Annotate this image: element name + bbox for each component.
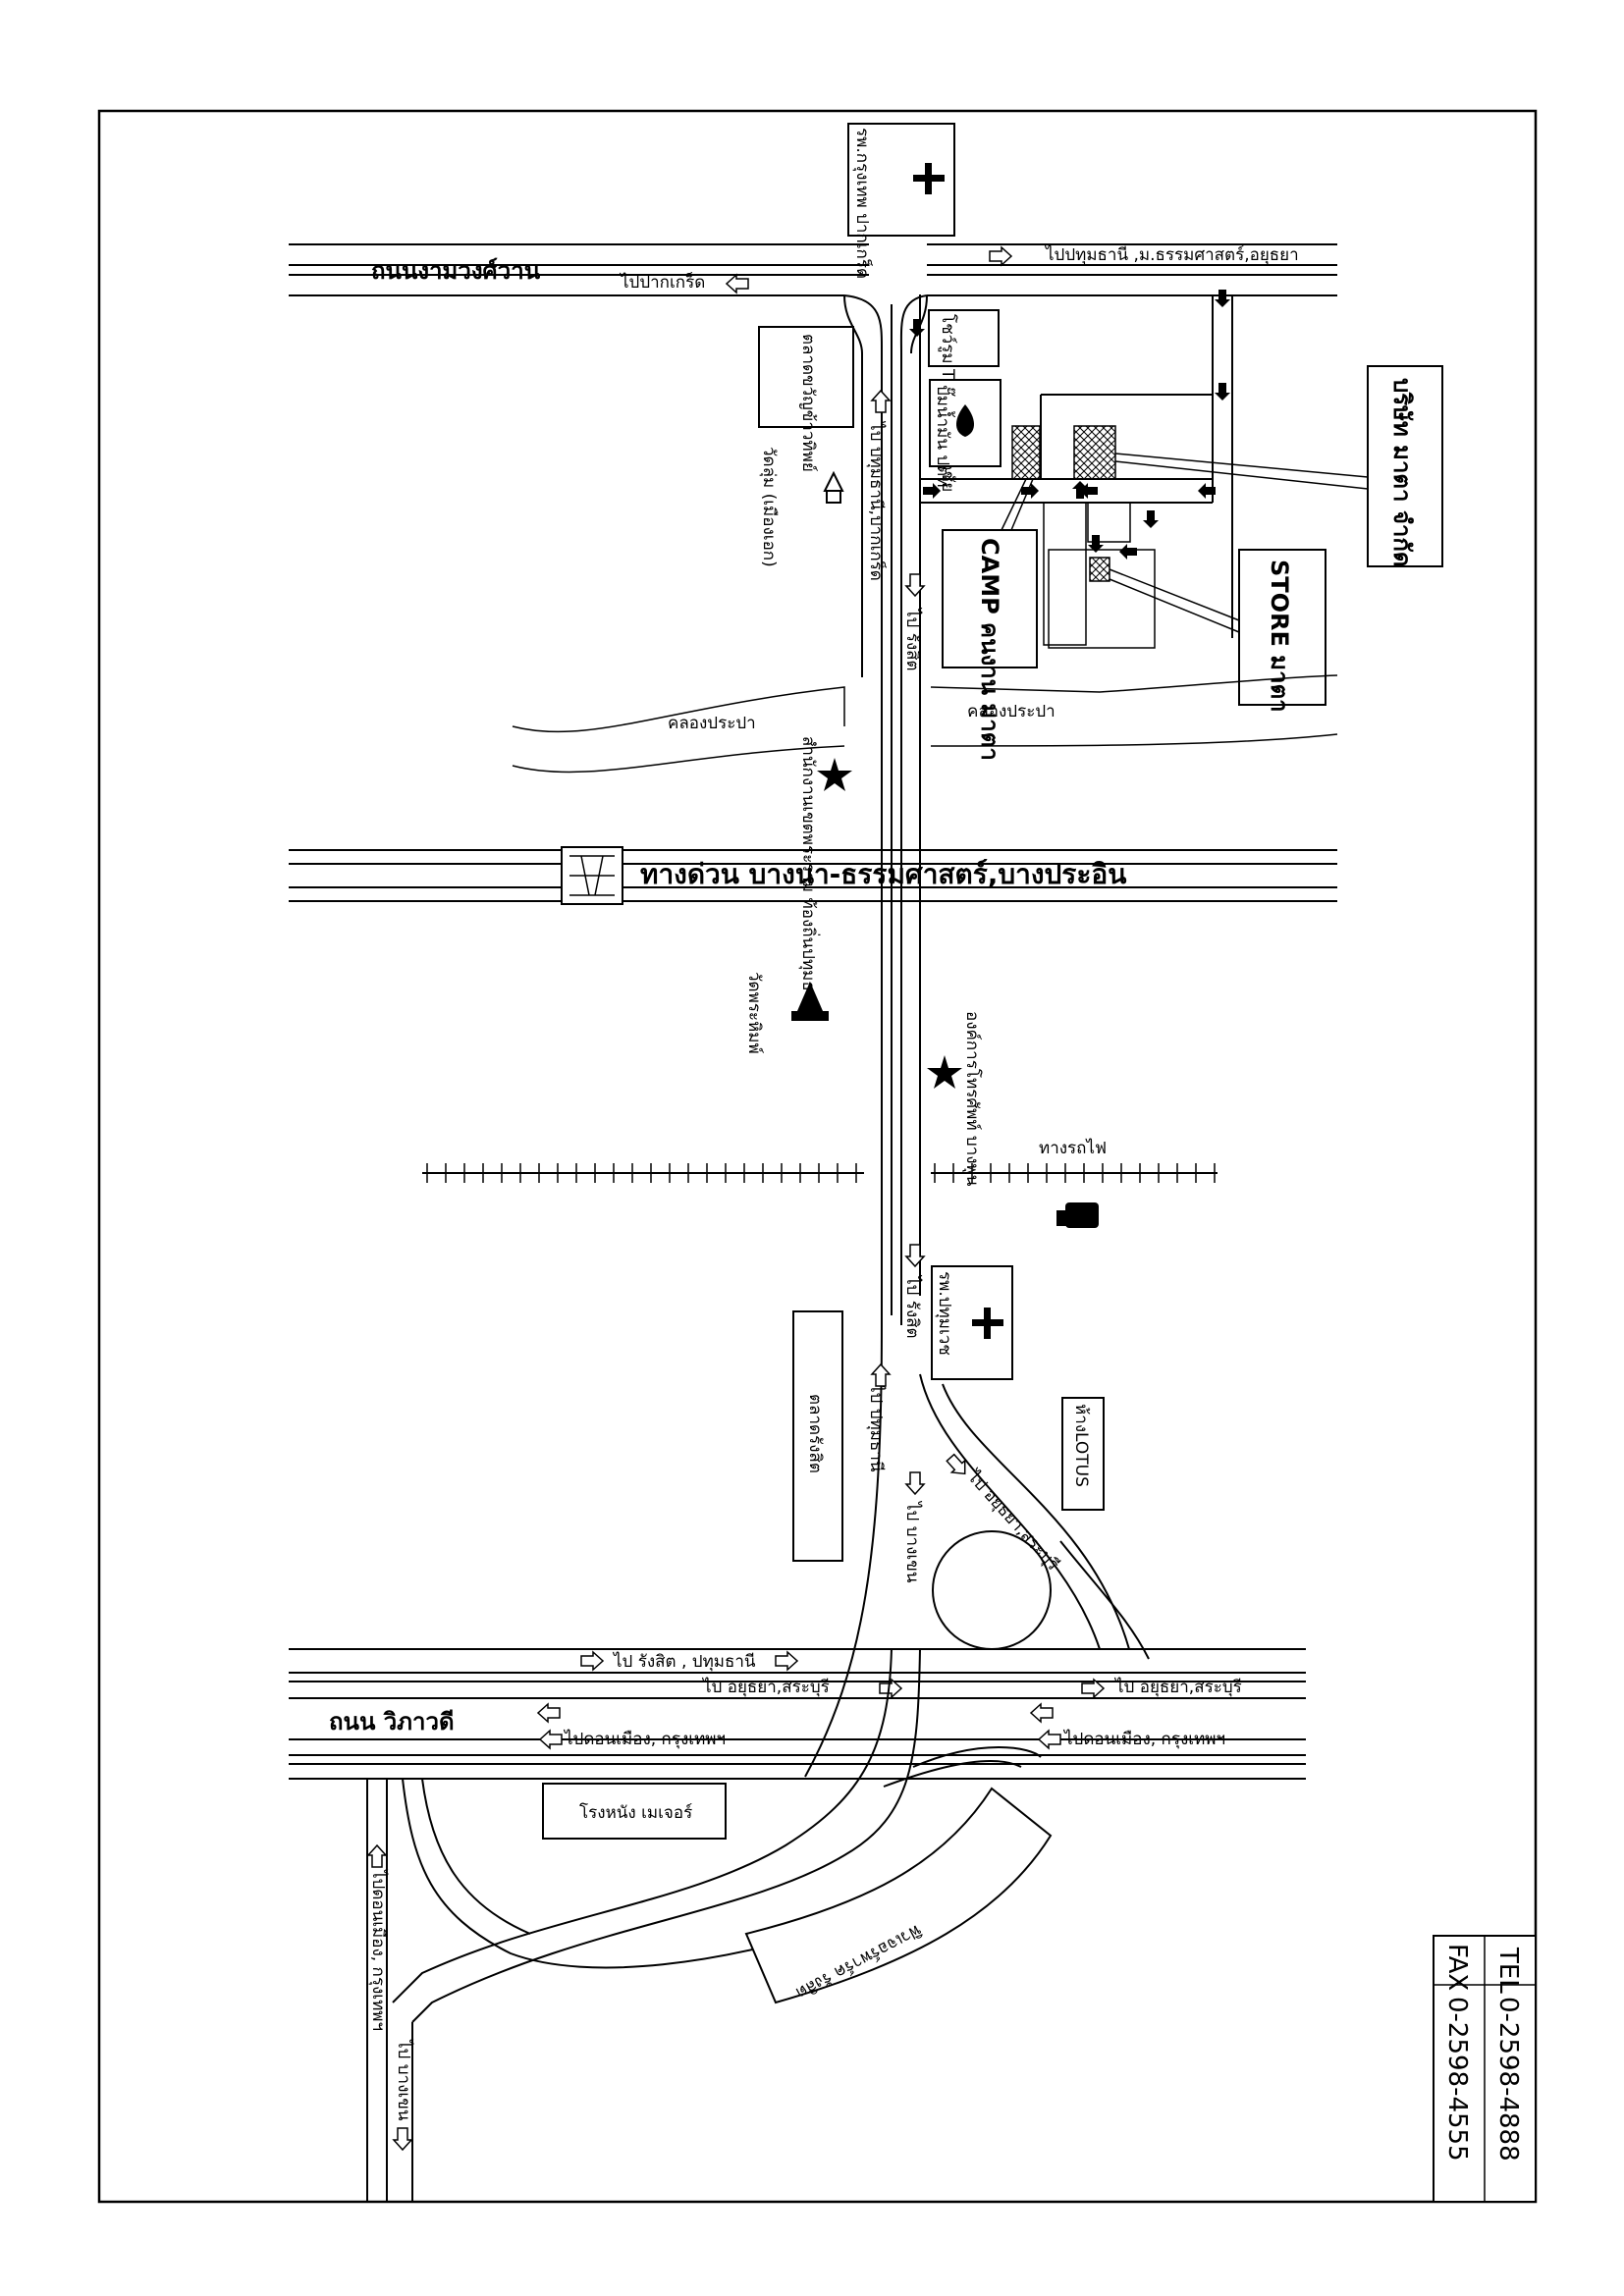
direction-to-donmueang-west: ไปดอนเมือง, กรุงเทพฯ: [563, 1729, 726, 1749]
train-icon: [1056, 1202, 1099, 1228]
direction-arrow-icon: [393, 2127, 412, 2151]
store-label: STORE มาตา: [1266, 560, 1293, 713]
market-rangsit-label: ตลาดรังสิต: [805, 1394, 825, 1473]
direction-arrow-icon: [1215, 383, 1230, 400]
direction-to-bangkhen: ไป บางเขน: [902, 1500, 923, 1583]
expressway: [289, 846, 1337, 905]
direction-arrow-icon: [871, 1363, 891, 1387]
railway-ties: [426, 1163, 1216, 1183]
temple-mid: วัดพระหิมพ์: [744, 972, 829, 1054]
future-park: ฟิวเจอร์พาร์ค รังสิต: [744, 1787, 1053, 2004]
direction-arrow-icon: [537, 1703, 561, 1723]
direction-arrow-icon: [905, 1471, 925, 1495]
ptt-station: ปั๊มน้ำมัน ปตท: [929, 379, 1001, 487]
company-box: บริษัท มาตา จำกัด: [1114, 365, 1443, 567]
canal-label-east: คลองประปา: [967, 702, 1056, 721]
direction-to-pak-kret: ไปปากเกร็ด: [619, 271, 705, 293]
direction-arrow-icon: [726, 274, 749, 294]
tel-label: TEL: [1493, 1947, 1523, 1994]
direction-arrow-icon: [539, 1730, 563, 1749]
hospital-cross-icon: [972, 1308, 1003, 1339]
ngam-wong-wan-road: [289, 243, 1337, 296]
direction-to-ayutthaya-saraburi: ไป อยุธยา,สระบุรี: [962, 1466, 1063, 1575]
direction-arrow-icon: [775, 1651, 798, 1671]
hospital-mid: รพ.ปทุมเวช: [931, 1265, 1013, 1380]
camp-box: CAMP คนงาน มาตา: [942, 478, 1038, 761]
fax-label: FAX: [1442, 1944, 1472, 1991]
star-canal-label: สำนักงานเขตพระราม ท้องถิ่นปทุมธานี: [798, 736, 821, 1012]
direction-arrow-icon: [905, 573, 925, 597]
direction-arrow-icon: [943, 1451, 973, 1481]
market-top-label: ตลาดขวัญข้าวทิพย์: [798, 334, 818, 472]
direction-to-pathum-thammasat: ไปปทุมธานี ,ม.ธรรมศาสตร์,อยุธยา: [1044, 244, 1299, 265]
hospital-mid-label: รพ.ปทุมเวช: [935, 1271, 954, 1356]
company-building-hatched: [1073, 425, 1116, 480]
direction-to-rangsit-pathum: ไป รังสิต , ปทุมธานี: [612, 1651, 756, 1672]
expressway-label: ทางด่วน บางนา-ธรรมศาสตร์,บางประอิน: [640, 858, 1126, 890]
direction-arrow-icon: [905, 1244, 925, 1267]
star-icon: [927, 1055, 962, 1089]
camp-building-hatched: [1011, 425, 1041, 480]
company-site-blocks: [1043, 502, 1156, 649]
direction-to-rangsit-1: ไป รังสิต: [902, 607, 923, 671]
direction-arrow-icon: [1215, 290, 1230, 307]
direction-arrow-icon: [1038, 1730, 1061, 1749]
direction-arrow-icon: [1030, 1703, 1054, 1723]
temple-top-label: วัดลุ่ม (เมืองเอก): [759, 447, 779, 567]
tel-value: 0-2598-4888: [1493, 1997, 1523, 2162]
market-top: ตลาดขวัญข้าวทิพย์: [758, 326, 854, 472]
direction-arrow-icon: [580, 1651, 604, 1671]
star-mid-label: องค์การโทรศัพท์ บางพูน: [962, 1011, 983, 1187]
temple-icon: [791, 982, 829, 1021]
direction-arrow-icon: [1119, 544, 1137, 560]
temple-icon: [823, 470, 844, 504]
lower-ramps: [366, 1648, 1042, 2201]
ptt-station-label: ปั๊มน้ำมัน ปตท: [933, 385, 956, 487]
ngam-wong-wan-label: ถนนงามวงศ์วาน: [371, 257, 541, 285]
fax-value: 0-2598-4555: [1442, 1997, 1472, 2162]
temple-top: วัดลุ่ม (เมืองเอก): [759, 447, 844, 567]
direction-arrow-icon: [989, 246, 1012, 266]
map-frame: [97, 109, 1538, 2204]
contact-box: TEL 0-2598-4888 FAX 0-2598-4555: [1433, 1935, 1537, 2203]
canal: [512, 674, 1338, 774]
direction-to-bangkhen-south: ไป บางเขน: [394, 2038, 414, 2121]
direction-arrow-icon: [367, 1844, 387, 1868]
star-mid: องค์การโทรศัพท์ บางพูน: [927, 1011, 983, 1187]
train-station: [1056, 1202, 1099, 1228]
company-label: บริษัท มาตา จำกัด: [1388, 378, 1416, 567]
star-icon: [817, 758, 852, 791]
lotus-mall: ห้างLOTUS: [1061, 1397, 1105, 1511]
roundabout: [919, 1373, 1150, 1660]
hospital-top: รพ.กรุงเทพ ปากเกร็ด: [847, 123, 955, 279]
major-cinema-label: โรงหนัง เมเจอร์: [579, 1802, 692, 1823]
store-box: STORE มาตา: [1109, 549, 1326, 713]
hospital-top-label: รพ.กรุงเทพ ปากเกร็ด: [852, 128, 874, 279]
direction-to-pathum-2: ไป ปทุมธานี: [866, 1382, 887, 1472]
temple-mid-label: วัดพระหิมพ์: [744, 972, 764, 1054]
direction-arrow-icon: [871, 390, 891, 413]
lotus-label: ห้างLOTUS: [1071, 1404, 1091, 1487]
fuel-drop-icon: [955, 404, 975, 437]
canal-label-west: คลองประปา: [668, 714, 756, 733]
direction-to-donmueang-south: ไปดอนเมือง, กรุงเทพฯ: [368, 1868, 389, 2031]
direction-to-ayutthaya-west: ไป อยุธยา,สระบุรี: [701, 1677, 830, 1697]
expressway-interchange-icon: [569, 855, 615, 896]
major-cinema: โรงหนัง เมเจอร์: [542, 1783, 727, 1840]
direction-to-donmueang-east: ไปดอนเมือง, กรุงเทพฯ: [1062, 1729, 1225, 1749]
direction-to-pathum-pakkret: ไป ปทุมธานี,ปากเกร็ด: [866, 420, 888, 581]
direction-arrow-icon: [1143, 510, 1159, 528]
direction-to-ayutthaya-east: ไป อยุธยา,สระบุรี: [1113, 1677, 1242, 1697]
star-canal: สำนักงานเขตพระราม ท้องถิ่นปทุมธานี: [798, 736, 852, 1012]
market-rangsit: ตลาดรังสิต: [792, 1310, 843, 1562]
camp-label: CAMP คนงาน มาตา: [976, 538, 1003, 761]
vibhavadi-road: [289, 1648, 1306, 1780]
vibhavadi-label: ถนน วิภาวดี: [329, 1708, 455, 1735]
railway-label: ทางรถไฟ: [1039, 1138, 1107, 1158]
direction-to-rangsit-2: ไป รังสิต: [902, 1274, 923, 1339]
hospital-cross-icon: [913, 163, 945, 194]
